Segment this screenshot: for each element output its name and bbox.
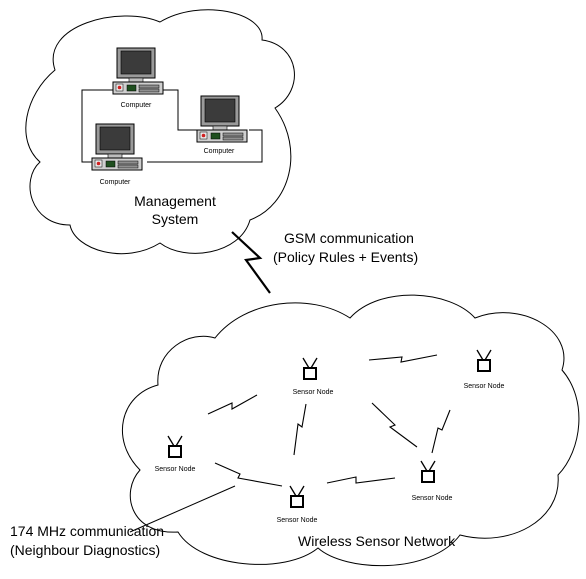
gsm-label-line2: (Policy Rules + Events) <box>273 249 418 265</box>
management-cloud <box>25 9 295 255</box>
sensor-node-label: Sensor Node <box>412 495 453 502</box>
computer-left: Computer <box>91 123 143 186</box>
gsm-link-zigzag <box>231 231 271 294</box>
network-cloud <box>121 294 580 567</box>
link-node-c-node-f <box>371 402 418 448</box>
mhz-pointer-line <box>129 485 236 533</box>
sensor-node-right: Sensor Node <box>412 460 453 502</box>
link-node-a-node-c <box>207 394 258 415</box>
computer-right: Computer <box>196 95 248 155</box>
mhz-label-line1: 174 MHz communication <box>10 523 164 539</box>
lan-cable-left <box>81 89 122 163</box>
sensor-node-left: Sensor Node <box>155 435 196 473</box>
sensor-node-label: Sensor Node <box>277 517 318 524</box>
management-label-line2: System <box>152 211 199 227</box>
sensor-node-top-center: Sensor Node <box>293 357 334 396</box>
sensor-node-bottom: Sensor Node <box>277 485 318 524</box>
sensor-node-label: Sensor Node <box>464 383 505 390</box>
link-node-d-node-e <box>214 462 283 487</box>
computer-label: Computer <box>100 179 131 186</box>
lan-cable-center <box>160 89 198 131</box>
link-node-c-node-e <box>293 403 307 456</box>
computer-label: Computer <box>204 148 235 155</box>
lan-wiring <box>81 89 263 163</box>
network-label: Wireless Sensor Network <box>298 533 456 549</box>
sensor-node-label: Sensor Node <box>293 389 334 396</box>
mhz-label-line2: (Neighbour Diagnostics) <box>10 542 160 558</box>
sensor-node-top-right: Sensor Node <box>464 349 505 390</box>
wireless-links <box>207 354 451 487</box>
management-label-line1: Management <box>134 193 216 209</box>
sensor-node-label: Sensor Node <box>155 466 196 473</box>
computer-top: Computer <box>112 47 164 109</box>
lan-cable-right <box>147 129 263 163</box>
link-node-b-node-f <box>431 409 451 454</box>
link-node-e-node-f <box>326 476 396 484</box>
gsm-label-line1: GSM communication <box>284 230 414 246</box>
computer-label: Computer <box>121 102 152 109</box>
link-node-c-node-b <box>368 354 438 363</box>
